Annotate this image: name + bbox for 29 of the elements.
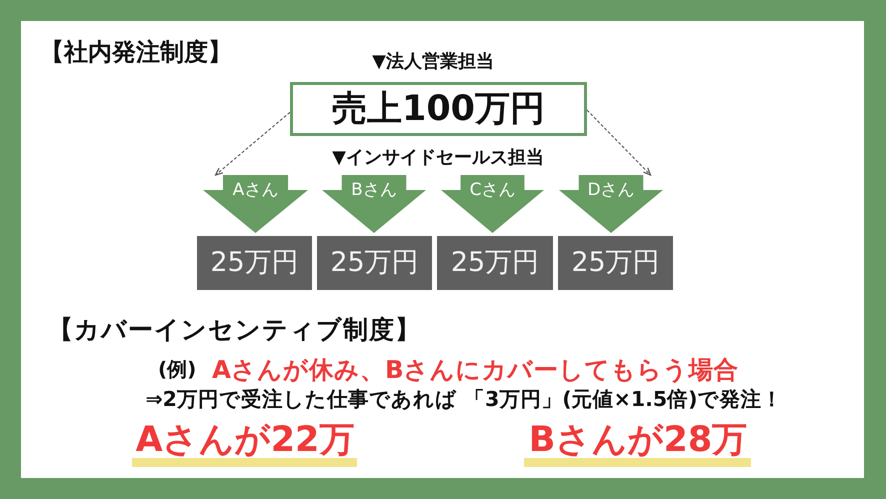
- amount-text: 売上100万円: [332, 88, 546, 130]
- result-text: Bさんが28万: [528, 422, 748, 458]
- amount-text: 25万円: [210, 247, 299, 279]
- section-heading: 【社内発注制度】: [40, 38, 232, 67]
- person-name: Bさん: [351, 179, 397, 201]
- person-name: Dさん: [587, 179, 635, 201]
- down-arrow-shape: [322, 175, 426, 233]
- amount-tile: [558, 236, 673, 290]
- amount-text: 25万円: [571, 247, 660, 279]
- amount-tile: [437, 236, 553, 290]
- down-arrow-shape: [559, 175, 663, 233]
- outlined-box: [290, 82, 587, 136]
- amount-tile: [317, 236, 432, 290]
- dashed-arrow: [215, 112, 290, 176]
- person-name: Aさん: [232, 179, 278, 201]
- down-arrow-shape: [441, 175, 544, 233]
- subheading: ▼インサイドセールス担当: [332, 147, 544, 169]
- amount-text: 25万円: [330, 247, 419, 279]
- result-text: Aさんが22万: [136, 422, 354, 458]
- dashed-arrow: [586, 110, 652, 176]
- amount-tile: [197, 236, 312, 290]
- down-arrow-shape: [203, 175, 308, 233]
- person-name: Cさん: [470, 179, 516, 201]
- example-tag: (例): [158, 357, 196, 381]
- role-heading: ▼法人営業担当: [372, 51, 494, 73]
- amount-text: 25万円: [450, 247, 540, 279]
- example-text: Aさんが休み、Bさんにカバーしてもらう場合: [212, 354, 739, 384]
- section-heading: 【カバーインセンティブ制度】: [48, 315, 421, 345]
- condition-text: ⇒2万円で受注した仕事であれば 「3万円」(元値×1.5倍)で発注！: [145, 386, 783, 412]
